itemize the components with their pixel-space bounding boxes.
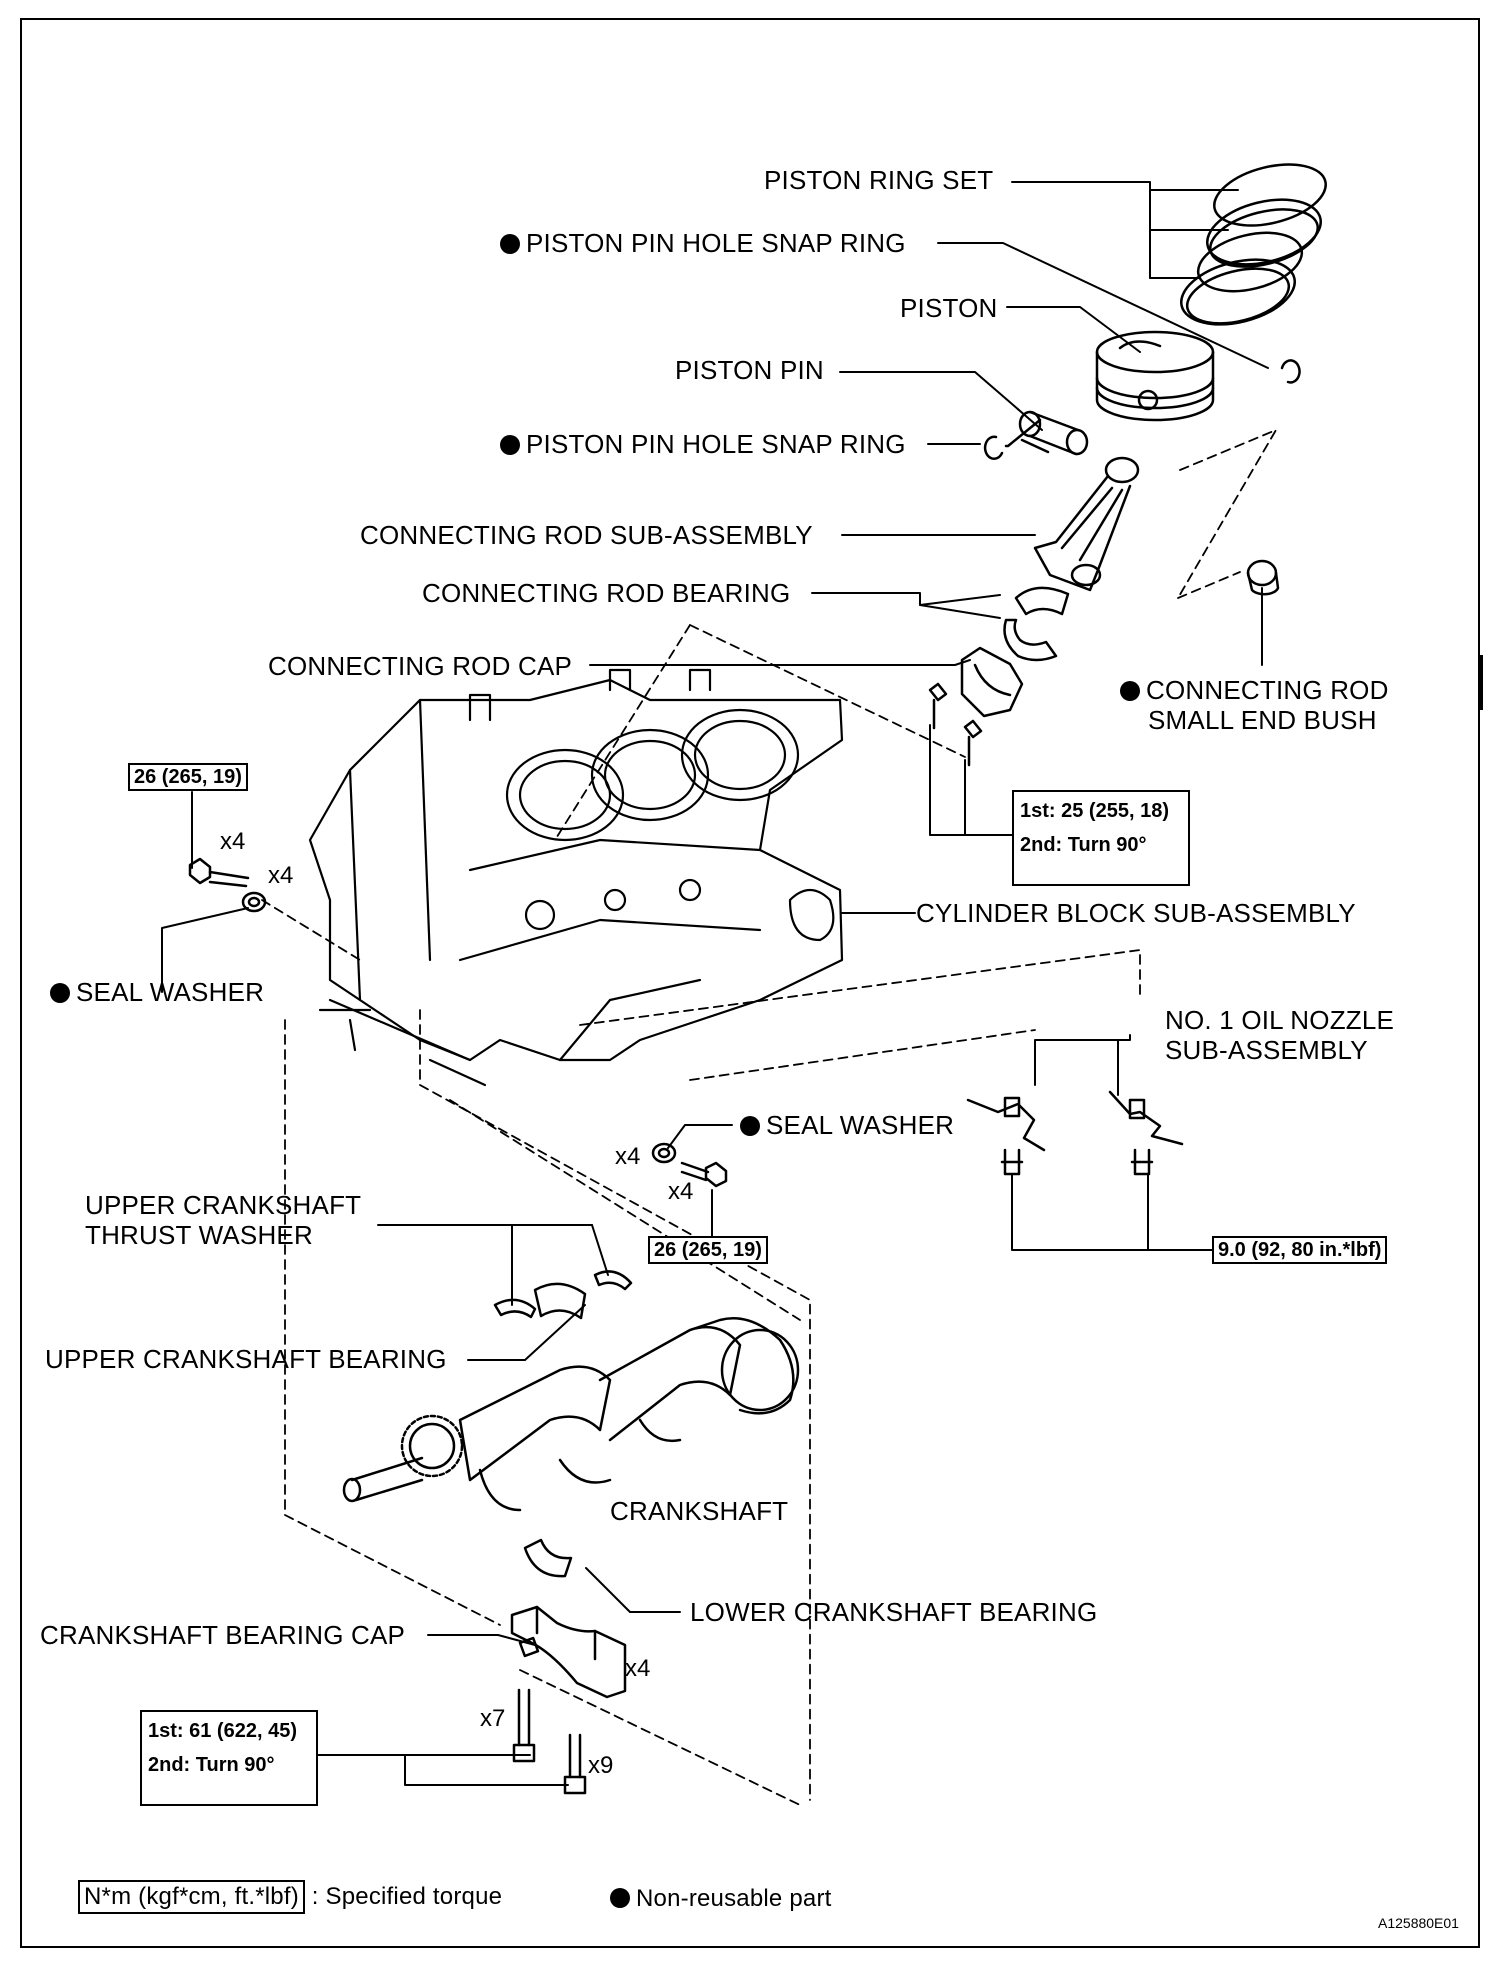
legend-specified-torque: N*m (kgf*cm, ft.*lbf) : Specified torque [78,1880,502,1914]
non-reusable-dot-icon [740,1116,760,1136]
non-reusable-dot-icon [500,435,520,455]
torque-step-2: 2nd: Turn 90° [1020,834,1147,856]
non-reusable-dot-icon [610,1888,630,1908]
dashed-alignment-lines [261,429,1277,1806]
label-text: NO. 1 OIL NOZZLE [1165,1005,1395,1035]
torque-step-1: 1st: 25 (255, 18) [1020,800,1169,822]
leader-lines [161,181,1269,1786]
snap-rings [983,359,1301,460]
qty-cap-bolt-a: x7 [480,1705,506,1732]
label-text: PISTON PIN HOLE SNAP RING [526,429,906,459]
connecting-rod [1033,456,1140,592]
piston [1095,330,1215,422]
torque-step-2: 2nd: Turn 90° [148,1754,275,1776]
label-connecting-rod-bearing: CONNECTING ROD BEARING [422,578,791,608]
crankshaft-bearing-cap [510,1605,627,1699]
label-connecting-rod-cap: CONNECTING ROD CAP [268,651,573,681]
qty-left-bolt: x4 [220,828,246,855]
label-text: SUB-ASSEMBLY [1165,1035,1368,1065]
torque-box-conrod: 1st: 25 (255, 18) 2nd: Turn 90° [1012,790,1190,886]
torque-box-center-bolt: 26 (265, 19) [648,1236,768,1264]
torque-box-bearing-cap: 1st: 61 (622, 45) 2nd: Turn 90° [140,1710,318,1806]
piston-ring-set [1180,163,1327,326]
label-cylinder-block-sub-assembly: CYLINDER BLOCK SUB-ASSEMBLY [916,898,1356,928]
qty-bearing-cap: x4 [625,1655,651,1682]
legend-non-reusable-text: Non-reusable part [636,1885,832,1912]
label-text: SEAL WASHER [766,1110,955,1140]
label-text: THRUST WASHER [85,1220,313,1250]
center-block-bolt [680,1161,728,1188]
label-piston: PISTON [900,293,998,323]
label-seal-washer-2: SEAL WASHER [740,1110,954,1140]
label-text: SEAL WASHER [76,977,265,1007]
legend-non-reusable-part: Non-reusable part [610,1884,832,1914]
left-seal-washer [241,891,267,913]
non-reusable-dot-icon [50,983,70,1003]
torque-box-left-bolt: 26 (265, 19) [128,763,248,791]
lower-crank-bearing [523,1538,573,1578]
label-piston-pin: PISTON PIN [675,355,824,385]
cap-bolts [512,1688,587,1795]
qty-center-bolt: x4 [668,1178,694,1205]
label-piston-pin-hole-snap-ring-2: PISTON PIN HOLE SNAP RING [500,429,906,459]
label-text: UPPER CRANKSHAFT [85,1190,362,1220]
label-piston-ring-set: PISTON RING SET [764,165,994,195]
qty-cap-bolt-b: x9 [588,1752,614,1779]
torque-box-oil-nozzle: 9.0 (92, 80 in.*lbf) [1212,1236,1388,1264]
diagram-frame [20,18,1480,1948]
small-end-bush [1246,559,1280,596]
left-block-bolt [188,857,250,888]
figure-code: A125880E01 [1378,1915,1459,1931]
label-seal-washer-1: SEAL WASHER [50,977,264,1007]
upper-crank-bearings [493,1270,633,1320]
label-text: SMALL END BUSH [1148,705,1377,735]
qty-left-washer: x4 [268,862,294,889]
label-upper-crankshaft-bearing: UPPER CRANKSHAFT BEARING [45,1344,447,1374]
non-reusable-dot-icon [1120,681,1140,701]
label-crankshaft: CRANKSHAFT [610,1496,789,1526]
label-text: PISTON PIN HOLE SNAP RING [526,228,906,258]
qty-center-washer: x4 [615,1143,641,1170]
crankshaft [342,1316,800,1512]
label-crankshaft-bearing-cap: CRANKSHAFT BEARING CAP [40,1620,406,1650]
center-seal-washer [651,1142,677,1164]
legend-torque-unit-box: N*m (kgf*cm, ft.*lbf) [78,1880,305,1914]
piston-pin [1004,410,1089,456]
label-connecting-rod-sub-assembly: CONNECTING ROD SUB-ASSEMBLY [360,520,813,550]
legend-torque-text: : Specified torque [311,1883,503,1910]
cylinder-block [308,668,844,1087]
label-piston-pin-hole-snap-ring-1: PISTON PIN HOLE SNAP RING [500,228,906,258]
conrod-cap [928,646,1024,767]
conrod-bearings [1003,586,1070,662]
label-lower-crankshaft-bearing: LOWER CRANKSHAFT BEARING [690,1597,1098,1627]
change-bar [1478,655,1483,710]
torque-step-1: 1st: 61 (622, 45) [148,1720,297,1742]
label-text: CONNECTING ROD [1146,675,1389,705]
oil-nozzles [966,1090,1184,1176]
non-reusable-dot-icon [500,234,520,254]
